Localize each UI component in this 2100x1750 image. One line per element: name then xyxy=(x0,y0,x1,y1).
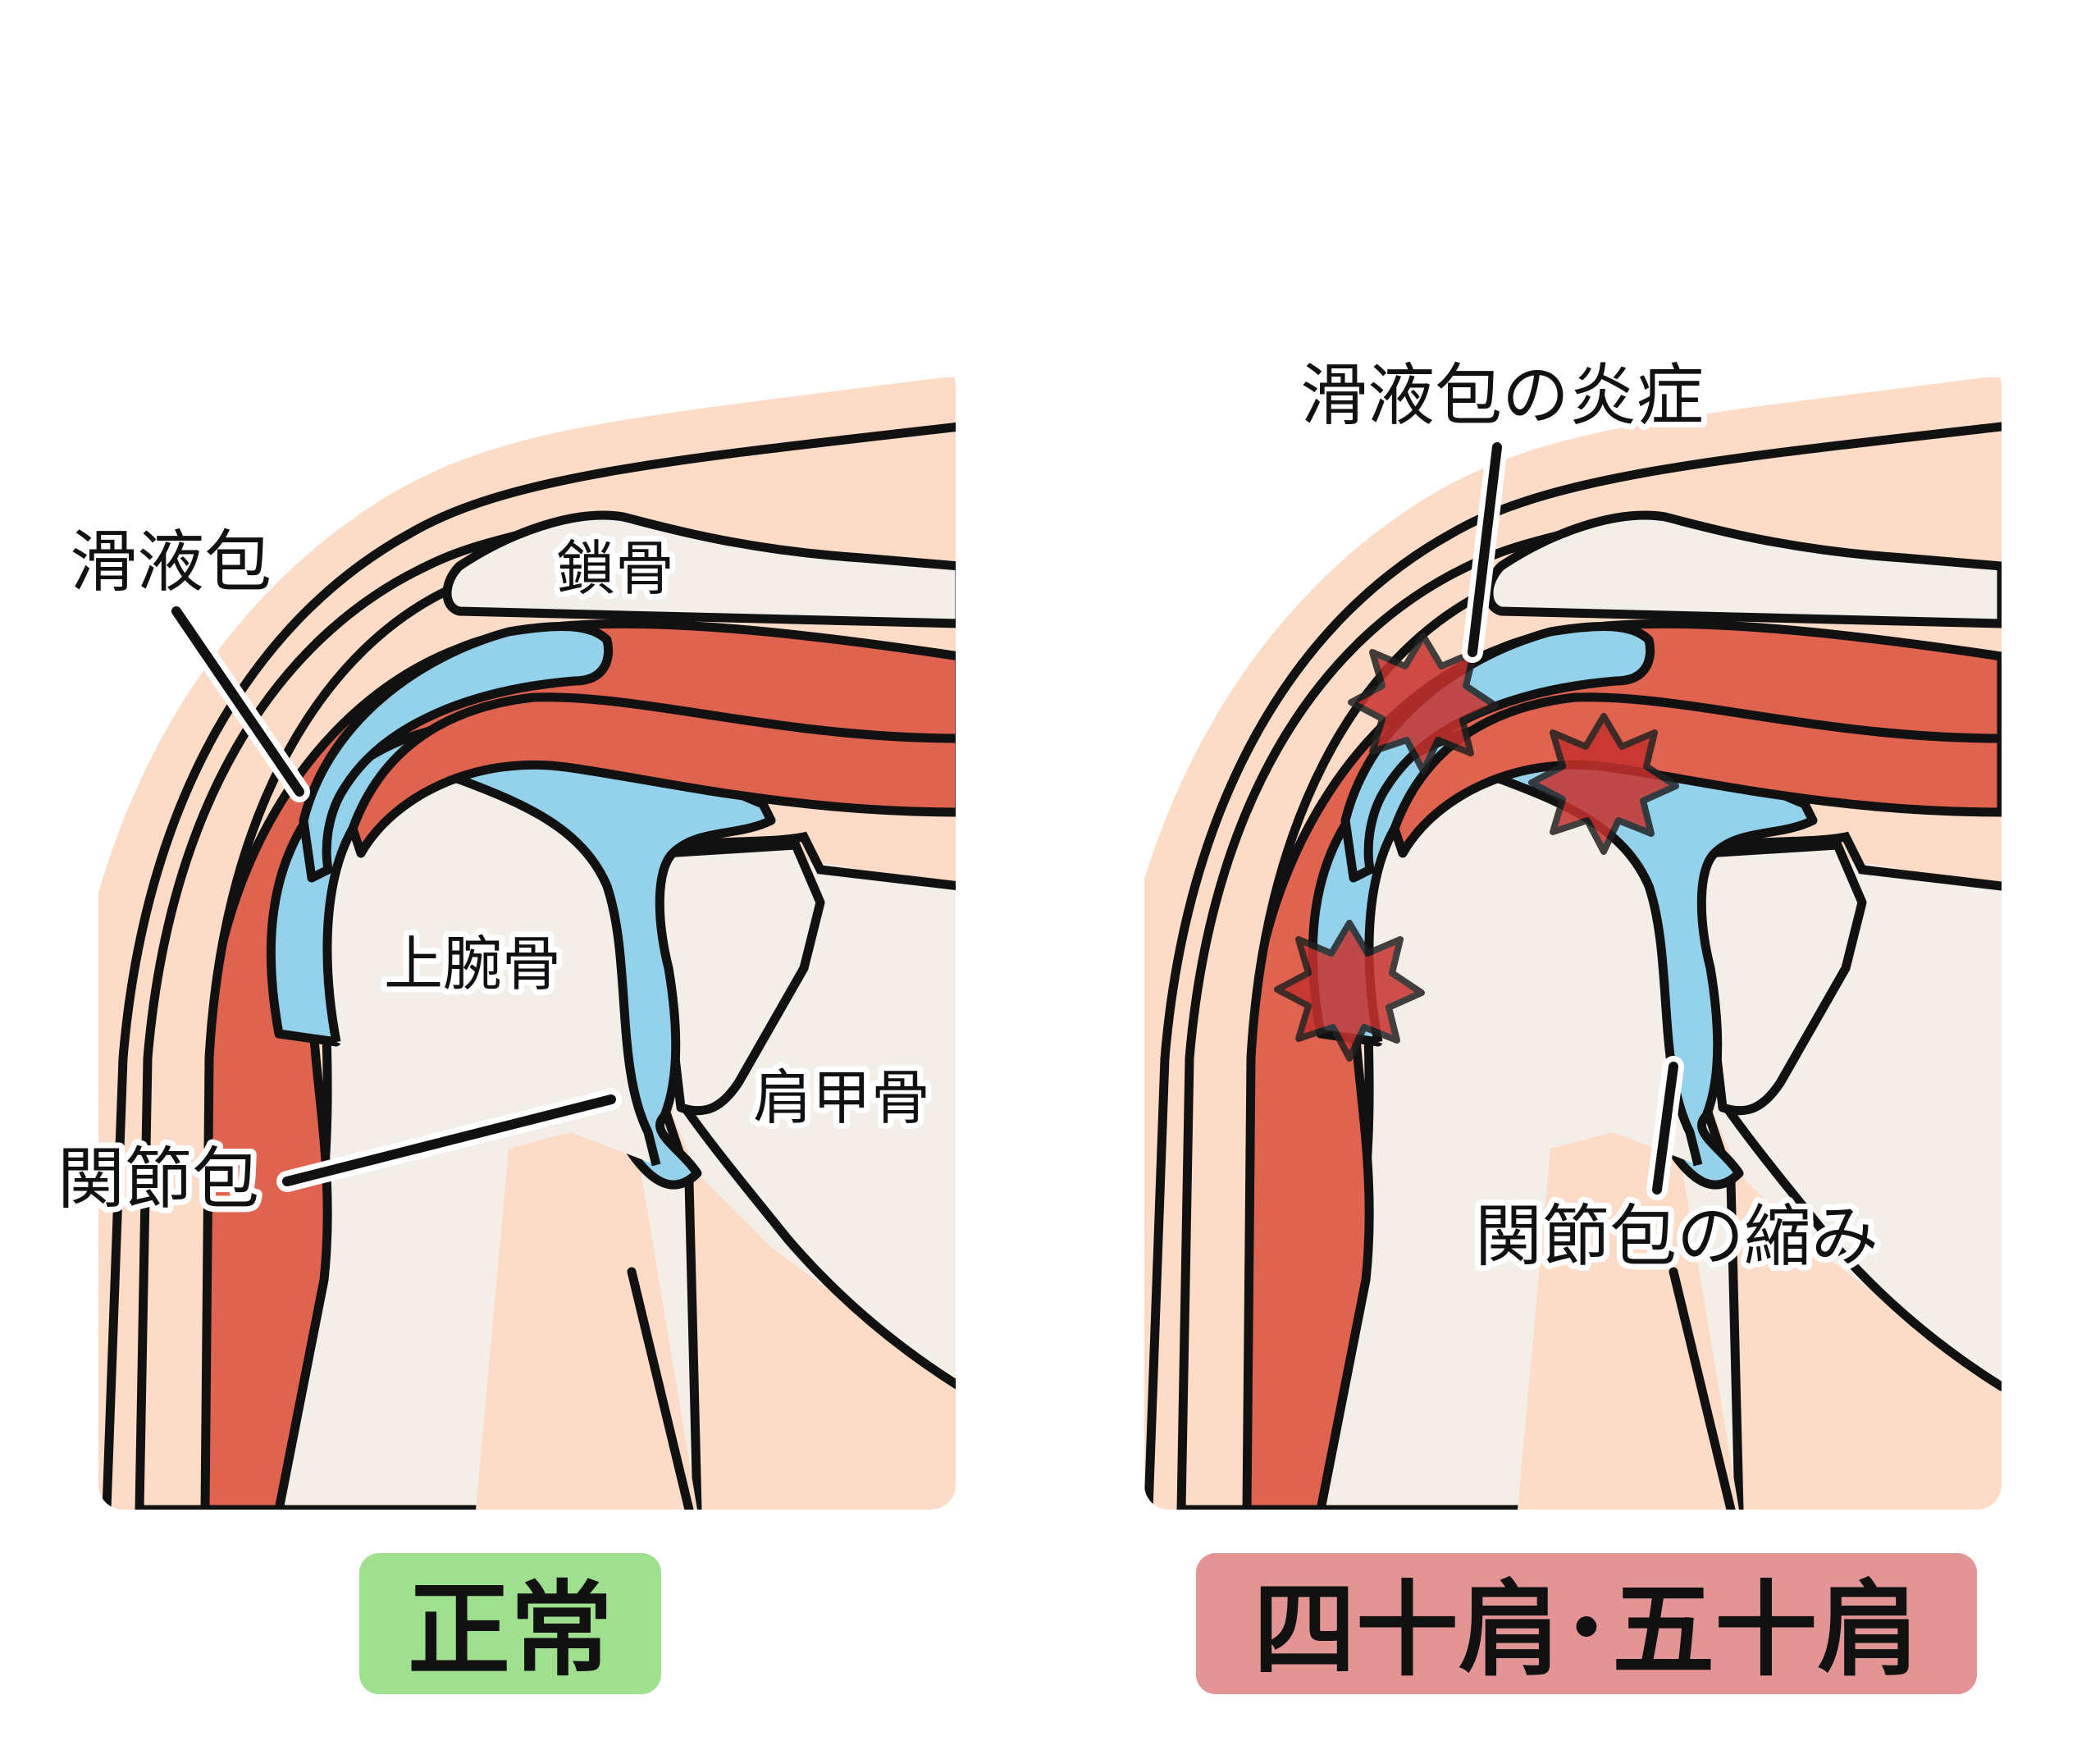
label-clavicle: 鎖骨 xyxy=(556,534,674,603)
caption-normal: 正常 xyxy=(359,1553,661,1694)
caption-frozen-text: 四十肩･五十肩 xyxy=(1253,1571,1920,1690)
inflammation-burst-icon xyxy=(1274,920,1425,1062)
label-humerus: 上腕骨 xyxy=(384,930,561,998)
leader-lines-frozen xyxy=(1462,436,1684,1200)
leader-lines-normal xyxy=(166,601,622,1192)
label-bursa: 滑液包 xyxy=(70,523,272,601)
label-scapula: 肩甲骨 xyxy=(753,1063,930,1132)
caption-normal-text: 正常 xyxy=(408,1571,613,1690)
label-capsule: 関節包 xyxy=(57,1140,259,1218)
inflammation-burst-icon xyxy=(1528,713,1679,855)
caption-frozen: 四十肩･五十肩 xyxy=(1196,1553,1977,1694)
inflammation-burst-icon xyxy=(1348,633,1499,774)
label-bursitis: 滑液包の炎症 xyxy=(1300,357,1704,435)
frozen-shoulder-illustration xyxy=(1079,377,2002,1510)
label-capsule-contraction: 関節包の縮み xyxy=(1475,1198,1879,1276)
